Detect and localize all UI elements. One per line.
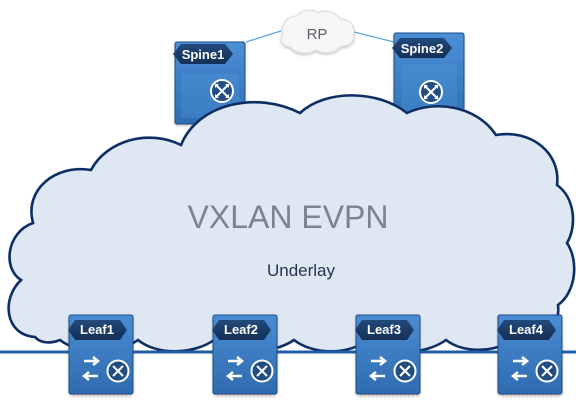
router-cross-icon [419,80,443,104]
router-cross-icon [106,359,130,383]
spine2-label: Spine2 [401,41,444,56]
spine1-label: Spine1 [182,47,225,62]
rp-label: RP [307,26,328,43]
leaf3-label: Leaf3 [367,322,401,337]
leaf4-device[interactable]: Leaf4 [497,314,563,396]
router-cross-icon [250,359,274,383]
switch-arrows-icon [225,356,245,381]
leaf1-device[interactable]: Leaf1 [68,314,134,396]
spine2-device[interactable]: Spine2 [392,32,465,130]
router-cross-icon [393,359,417,383]
cloud-title: VXLAN EVPN [188,199,389,235]
leaf1-label: Leaf1 [80,322,114,337]
spine1-device[interactable]: Spine1 [173,41,246,125]
spine1-to-rp-link [245,30,282,43]
router-cross-icon [210,79,234,103]
switch-arrows-icon [368,356,388,381]
rp-node: RP [280,9,355,54]
spine2-to-rp-link [349,30,395,43]
switch-arrows-icon [510,356,530,381]
leaf2-device[interactable]: Leaf2 [212,314,278,396]
leaf4-label: Leaf4 [509,322,544,337]
rp-cloud-icon [280,9,355,54]
leaf2-label: Leaf2 [224,322,258,337]
cloud-subtitle: Underlay [267,261,336,280]
switch-arrows-icon [81,356,101,381]
router-cross-icon [535,359,559,383]
leaf3-device[interactable]: Leaf3 [355,314,421,396]
